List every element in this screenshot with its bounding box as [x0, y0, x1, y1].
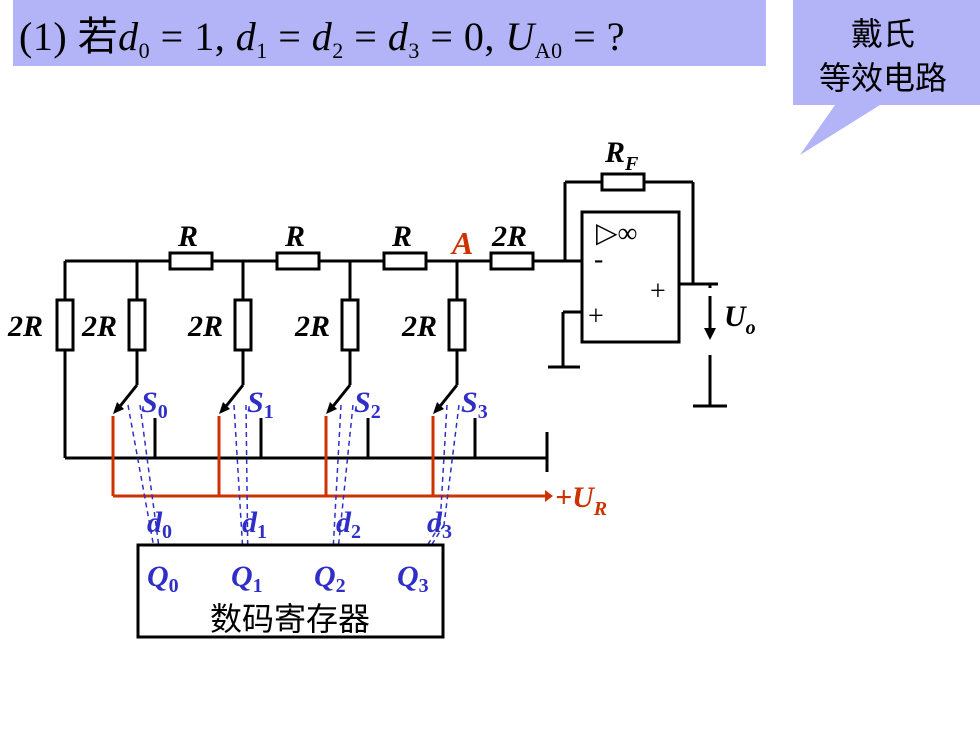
opamp-box: [580, 210, 681, 344]
callout-text: 戴氏 等效电路: [793, 12, 973, 100]
resistor-2r-branch3: [447, 298, 467, 352]
question-prefix: (1) 若: [19, 14, 119, 59]
resistor-2r-input: [489, 251, 535, 271]
register-label-q0: Q0: [147, 560, 179, 597]
label-2r-branch2: 2R: [294, 310, 330, 343]
question-banner: (1) 若d0 = 1, d1 = d2 = d3 = 0, UA0 = ?: [13, 0, 766, 66]
question-text: (1) 若d0 = 1, d1 = d2 = d3 = 0, UA0 = ?: [19, 14, 625, 63]
resistor-2r-end: [55, 298, 75, 352]
resistor-r3: [382, 251, 428, 271]
switch-label-s0: S0: [141, 386, 168, 423]
label-rf: RF: [604, 136, 639, 175]
opamp-inverting-sign: -: [594, 244, 603, 275]
callout-bubble: [793, 0, 980, 155]
register-label-q3: Q3: [397, 560, 429, 597]
switch-label-s1: S1: [247, 386, 274, 423]
data-label-d0: d0: [147, 506, 172, 543]
reference-arrow: [545, 490, 553, 502]
label-2r-branch3: 2R: [401, 310, 437, 343]
control-lines: [127, 404, 460, 571]
switch-label-s2: S2: [354, 386, 381, 423]
callout-line2: 等效电路: [818, 59, 947, 97]
label-r1: R: [177, 220, 198, 253]
switch-label-s3: S3: [461, 386, 488, 423]
data-label-d1: d1: [242, 506, 267, 543]
resistor-rf: [600, 172, 646, 192]
register-label: 数码寄存器: [210, 600, 370, 638]
register-label-q1: Q1: [231, 560, 263, 597]
label-r3: R: [391, 220, 412, 253]
node-a-label: A: [450, 225, 473, 261]
label-2r-end: 2R: [7, 310, 43, 343]
data-label-d2: d2: [336, 506, 361, 543]
resistor-r2: [275, 251, 321, 271]
label-output-voltage: Uo: [724, 300, 756, 339]
opamp-output-sign: +: [650, 276, 666, 307]
switch-arrowheads: [113, 402, 444, 414]
label-2r-input: 2R: [491, 220, 527, 253]
resistor-r1: [168, 251, 214, 271]
register-label-q2: Q2: [314, 560, 346, 597]
label-r2: R: [284, 220, 305, 253]
callout-line1: 戴氏: [850, 15, 915, 53]
register-box: [136, 543, 445, 639]
label-2r-branch0: 2R: [81, 310, 117, 343]
opamp-symbol: ▷∞: [596, 218, 638, 249]
resistors: [55, 172, 646, 352]
opamp-noninverting-sign: +: [588, 301, 604, 332]
reference-wires: [111, 416, 545, 498]
label-2r-branch1: 2R: [187, 310, 223, 343]
reference-voltage-label: +UR: [555, 481, 607, 520]
resistor-2r-branch0: [127, 298, 147, 352]
output-voltage-arrow: [704, 296, 716, 340]
resistor-2r-branch2: [340, 298, 360, 352]
data-label-d3: d3: [427, 506, 452, 543]
circuit-wires: [63, 180, 727, 472]
resistor-2r-branch1: [233, 298, 253, 352]
